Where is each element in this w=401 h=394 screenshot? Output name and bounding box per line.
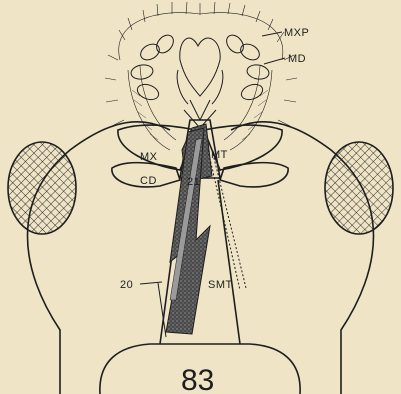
label-20: 20 — [120, 279, 133, 291]
label-smt: SMT — [208, 279, 233, 291]
right-compound-eye — [325, 142, 393, 234]
left-compound-eye — [8, 142, 76, 234]
label-md: MD — [288, 53, 306, 65]
label-mx: MX — [140, 151, 158, 163]
maxillary-palps — [130, 32, 270, 104]
cardo-right — [220, 163, 288, 187]
leader-lines — [140, 32, 285, 337]
label-mxp: MXP — [284, 27, 309, 39]
label-21: 21 — [187, 176, 200, 188]
label-mt: MT — [211, 149, 228, 161]
smt-dotted-lines — [208, 150, 246, 290]
label-cd: CD — [140, 175, 157, 187]
figure-number: 83 — [181, 364, 214, 394]
